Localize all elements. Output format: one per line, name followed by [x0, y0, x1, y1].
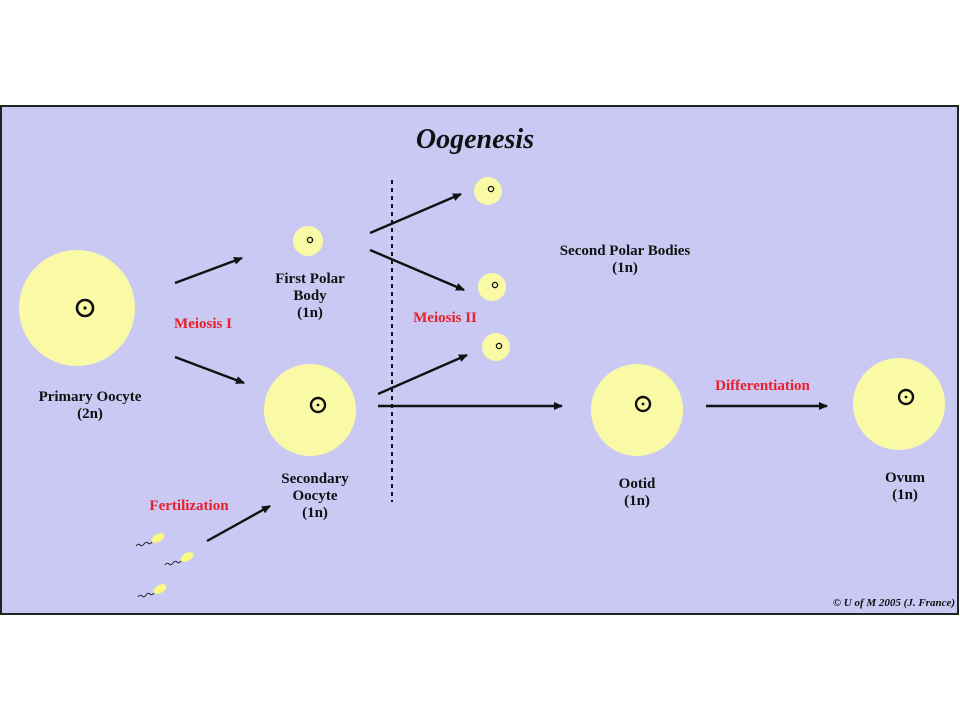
- ovum-cell: [853, 358, 945, 450]
- arrow-to-secondary-oocyte: [174, 355, 245, 385]
- ootid-label: Ootid (1n): [587, 476, 687, 510]
- second-polar-bodies-label: Second Polar Bodies (1n): [530, 243, 720, 277]
- second-polar-body-cell-3: [482, 333, 510, 361]
- first-polar-body-ploidy: (1n): [297, 305, 323, 321]
- primary-oocyte-ploidy: (2n): [77, 406, 103, 422]
- secondary-oocyte-ploidy: (1n): [302, 505, 328, 521]
- primary-oocyte-label: Primary Oocyte (2n): [15, 389, 165, 423]
- sperm-cell-3: [137, 584, 167, 598]
- second-polar-body-cell-2: [478, 273, 506, 301]
- diagram-title: Oogenesis: [415, 124, 535, 155]
- arrow-to-first-polar-body: [174, 256, 243, 285]
- fertilization-label: Fertilization: [149, 498, 229, 514]
- ootid-name: Ootid: [618, 476, 656, 492]
- primary-oocyte-name: Primary Oocyte: [38, 389, 142, 405]
- first-polar-body-label: First Polar Body (1n): [250, 271, 370, 322]
- sperm-cell-1: [135, 533, 165, 547]
- first-polar-body-name-line1: First Polar: [275, 271, 345, 287]
- first-polar-body-name-line2: Body: [293, 288, 327, 304]
- sperm-cell-2: [164, 552, 194, 566]
- ovum-label: Ovum (1n): [855, 470, 955, 504]
- second-polar-bodies-name: Second Polar Bodies: [559, 243, 691, 259]
- secondary-oocyte-label: Secondary Oocyte (1n): [255, 471, 375, 522]
- first-polar-body-cell: [293, 226, 323, 256]
- ovum-name: Ovum: [884, 470, 925, 486]
- ootid-ploidy: (1n): [624, 493, 650, 509]
- arrow-to-second-polar-body-1: [369, 192, 462, 235]
- second-polar-bodies-ploidy: (1n): [612, 260, 638, 276]
- primary-oocyte-cell: [19, 250, 135, 366]
- secondary-oocyte-name-line1: Secondary: [281, 471, 349, 487]
- differentiation-label: Differentiation: [715, 378, 810, 394]
- meiosis-2-label: Meiosis II: [413, 310, 477, 326]
- arrow-to-second-polar-body-2: [369, 248, 465, 292]
- secondary-oocyte-cell: [264, 364, 356, 456]
- second-polar-body-cell-1: [474, 177, 502, 205]
- copyright-notice: © U of M 2005 (J. France): [832, 597, 955, 609]
- ovum-ploidy: (1n): [892, 487, 918, 503]
- arrow-fertilization: [206, 504, 271, 543]
- ootid-cell: [591, 364, 683, 456]
- secondary-oocyte-name-line2: Oocyte: [292, 488, 338, 504]
- arrow-to-second-polar-body-3: [377, 353, 468, 396]
- meiosis-1-label: Meiosis I: [174, 316, 232, 332]
